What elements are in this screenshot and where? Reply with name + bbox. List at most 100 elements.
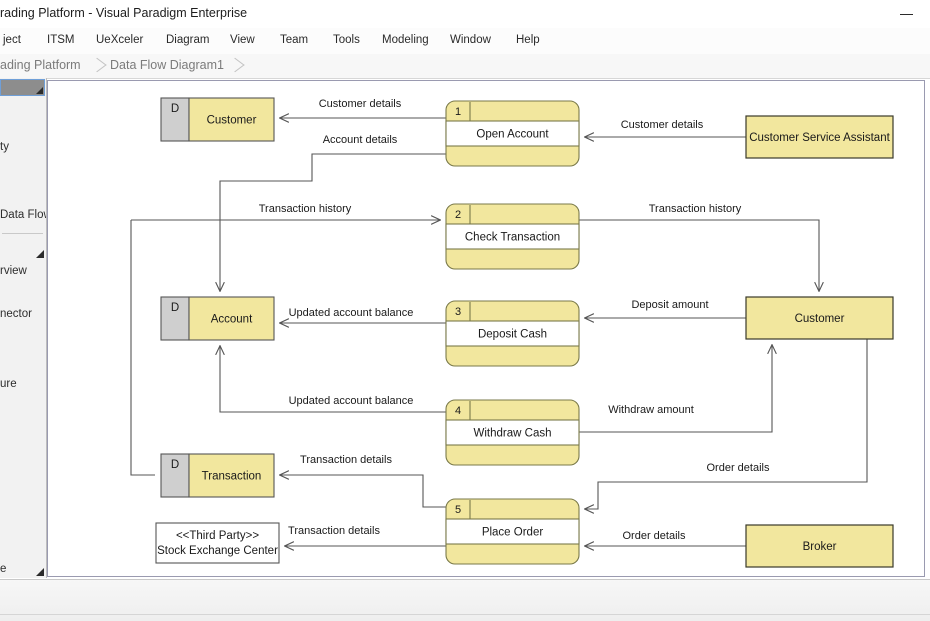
flow-label-halo: Transaction details <box>288 525 380 537</box>
menu-item-team[interactable]: Team <box>280 34 309 46</box>
menu-item-diagram[interactable]: Diagram <box>166 34 210 46</box>
process-label: Open Account <box>476 129 549 141</box>
process-number: 2 <box>455 209 461 221</box>
data-store-key: D <box>171 302 179 314</box>
flow-label-halo: Order details <box>707 462 770 474</box>
process-label: Deposit Cash <box>478 329 547 341</box>
flow-label-f5[interactable]: Transaction history <box>649 203 742 215</box>
flow-label-f13[interactable]: Order details <box>623 530 686 542</box>
external-entity-label: Customer Service Assistant <box>749 132 890 144</box>
flow-label-halo: Withdraw amount <box>608 404 694 416</box>
palette-item-0[interactable]: ty <box>0 141 9 153</box>
flow-label-halo: Updated account balance <box>289 395 414 407</box>
flow-label-f4[interactable]: Transaction history <box>259 203 352 215</box>
window-title: rading Platform - Visual Paradigm Enterp… <box>0 6 248 20</box>
process-number: 4 <box>455 405 461 417</box>
flow-label-halo: Account details <box>323 134 398 146</box>
process-label: Withdraw Cash <box>474 428 552 440</box>
data-store-key: D <box>171 103 179 115</box>
menu-item-window[interactable]: Window <box>450 34 491 46</box>
breadcrumb-bar: ading Platform Data Flow Diagram1 <box>0 54 930 79</box>
flow-label-f10[interactable]: Transaction details <box>300 454 392 466</box>
process-number: 5 <box>455 504 461 516</box>
process-number: 1 <box>455 106 461 118</box>
process-number: 3 <box>455 306 461 318</box>
flow-label-f6[interactable]: Updated account balance <box>289 307 414 319</box>
palette-item-4[interactable]: ure <box>0 378 17 390</box>
palette-selected-header[interactable] <box>0 79 45 96</box>
external-entity-label: Broker <box>803 541 837 553</box>
third-party-entity-group: <<Third Party>> Stock Exchange Center <box>155 522 280 564</box>
flow-connector-lines <box>130 118 868 546</box>
flow-label-halo: Transaction history <box>649 203 742 215</box>
breadcrumb-chevron-icon <box>231 55 245 77</box>
menu-item-itsm[interactable]: ITSM <box>47 34 75 46</box>
menu-item-view[interactable]: View <box>230 34 255 46</box>
title-bar: rading Platform - Visual Paradigm Enterp… <box>0 0 930 29</box>
flow-label-f8[interactable]: Updated account balance <box>289 395 414 407</box>
process-label: Place Order <box>482 527 544 539</box>
flow-label-f7[interactable]: Deposit amount <box>631 299 708 311</box>
status-divider <box>0 614 930 615</box>
menu-item-modeling[interactable]: Modeling <box>382 34 429 46</box>
flow-label-halo: Deposit amount <box>631 299 708 311</box>
palette-item-1[interactable]: Data Flow <box>0 209 47 221</box>
breadcrumb-item-1[interactable]: Data Flow Diagram1 <box>110 58 224 72</box>
menu-item-tools[interactable]: Tools <box>333 34 360 46</box>
flow-label-halo: Order details <box>623 530 686 542</box>
menu-bar: ject ITSM UeXceler Diagram View Team Tools Mode… <box>0 28 930 55</box>
flow-label-f9[interactable]: Withdraw amount <box>608 404 694 416</box>
data-store-label: Transaction <box>202 471 262 483</box>
palette-collapse-corner-icon[interactable] <box>36 250 44 258</box>
third-party-entity[interactable]: <<Third Party>> Stock Exchange Center <box>155 522 280 564</box>
data-store-label: Customer <box>207 115 257 127</box>
external-entity-customer-service-assistant[interactable]: Customer Service Assistant <box>745 115 894 159</box>
flow-label-f1[interactable]: Customer details <box>319 98 402 110</box>
external-entity-broker[interactable]: Broker <box>745 524 894 568</box>
flow-label-f12[interactable]: Transaction details <box>288 525 380 537</box>
palette-item-2[interactable]: rview <box>0 265 27 277</box>
palette-collapse-corner-icon[interactable] <box>36 568 44 576</box>
external-entity-label: Customer <box>795 313 845 325</box>
data-store-label: Account <box>211 314 253 326</box>
flow-label-f11[interactable]: Order details <box>707 462 770 474</box>
minimize-button[interactable] <box>894 6 920 22</box>
menu-item-ject[interactable]: ject <box>3 34 21 46</box>
flow-label-halo: Customer details <box>621 119 704 131</box>
flow-label-halo: Customer details <box>319 98 402 110</box>
menu-item-uexceler[interactable]: UeXceler <box>96 34 144 46</box>
breadcrumb-chevron-icon <box>93 55 107 77</box>
third-party-stereotype: <<Third Party>> <box>176 530 259 542</box>
resize-corner-icon <box>36 87 43 94</box>
flow-label-f2[interactable]: Customer details <box>621 119 704 131</box>
flow-label-halo: Updated account balance <box>289 307 414 319</box>
flow-label-f3[interactable]: Account details <box>323 134 398 146</box>
status-bar <box>0 579 930 621</box>
process-label: Check Transaction <box>465 232 560 244</box>
menu-item-help[interactable]: Help <box>516 34 540 46</box>
data-store-account[interactable]: D Account <box>160 296 275 341</box>
palette-item-3[interactable]: nector <box>0 308 32 320</box>
third-party-label: Stock Exchange Center <box>157 545 278 557</box>
palette-divider <box>2 233 43 234</box>
external-entity-customer[interactable]: Customer <box>745 296 894 340</box>
palette-item-5[interactable]: e <box>0 563 7 575</box>
breadcrumb-item-0[interactable]: ading Platform <box>0 58 81 72</box>
data-store-customer[interactable]: D Customer <box>160 97 275 142</box>
flow-label-halo: Transaction details <box>300 454 392 466</box>
flow-label-halo: Transaction history <box>259 203 352 215</box>
